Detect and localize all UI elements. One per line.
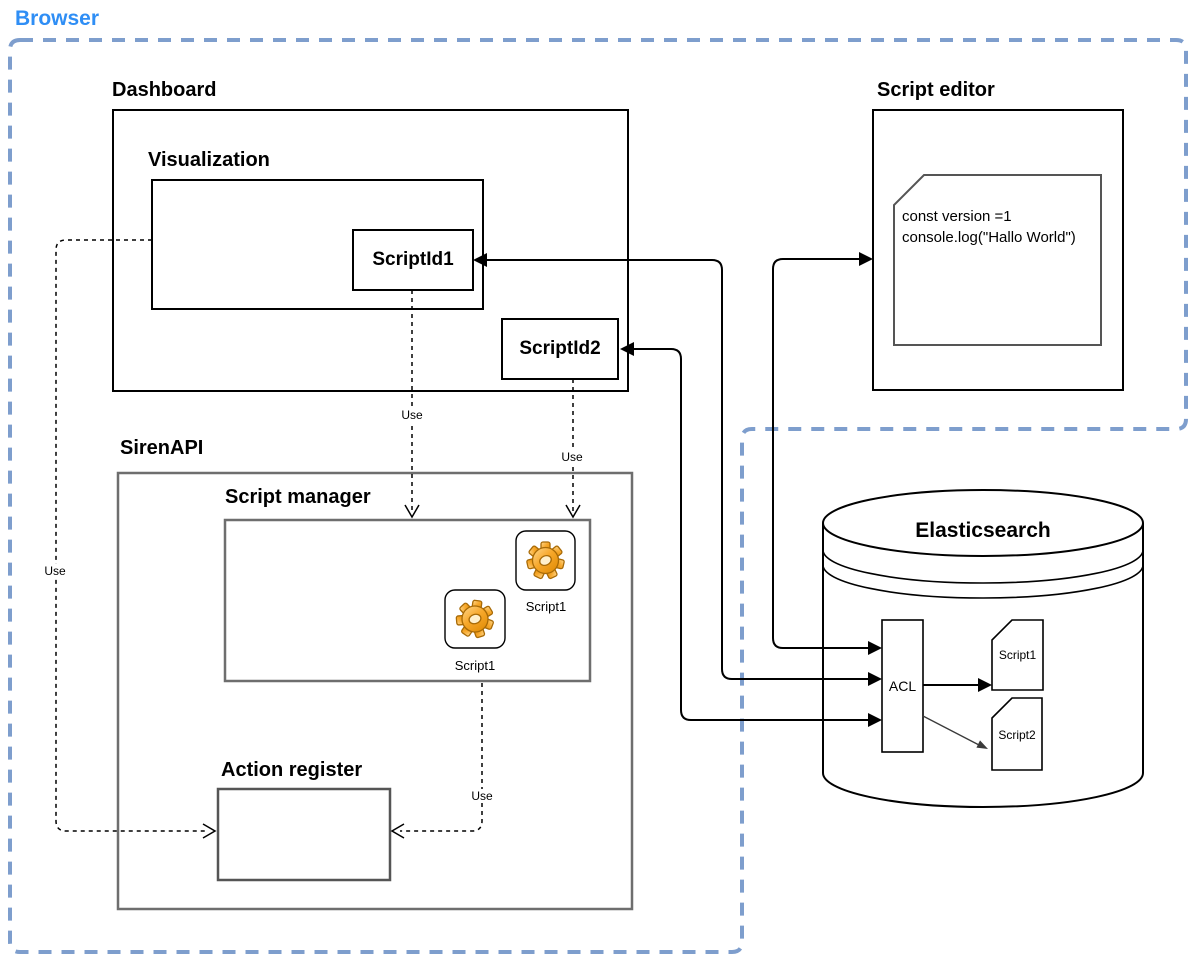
- edge-scripteditor-acl: [772, 258, 870, 649]
- arrowhead: [620, 342, 634, 356]
- es-script1-label: Script1: [998, 648, 1037, 662]
- action-register-label: Action register: [221, 759, 363, 781]
- arrowhead: [978, 678, 992, 692]
- use-label: Use: [469, 789, 495, 803]
- use-label: Use: [42, 564, 68, 578]
- gear2-label: Script1: [454, 658, 496, 673]
- action-register-box: [216, 787, 392, 882]
- elasticsearch-cylinder-top: [822, 489, 1144, 557]
- dashed-connectors: [55, 239, 574, 832]
- script-manager-label: Script manager: [225, 486, 371, 508]
- elasticsearch-cylinder-arc2: [822, 564, 1144, 599]
- arrowhead: [473, 253, 487, 267]
- dashboard-label: Dashboard: [112, 79, 217, 101]
- use-label: Use: [399, 408, 425, 422]
- open-arrowhead: [565, 504, 581, 519]
- acl-label: ACL: [888, 678, 917, 694]
- solid-arrowheads: [473, 252, 992, 727]
- edge-scriptmanager-actionregister: [400, 683, 483, 832]
- sirenapi-label: SirenAPI: [120, 437, 204, 459]
- script-editor-code: const version =1 console.log("Hallo Worl…: [902, 206, 1076, 248]
- es-script2-label: Script2: [998, 728, 1036, 742]
- arrowhead: [868, 713, 882, 727]
- solid-connectors: [485, 258, 980, 721]
- open-arrowheads: [202, 504, 581, 839]
- browser-label: Browser: [15, 7, 100, 30]
- open-arrowhead: [202, 823, 217, 839]
- script-editor-label: Script editor: [877, 79, 995, 101]
- open-arrowhead: [404, 504, 420, 519]
- edge-scriptid2-acl: [633, 348, 870, 721]
- edge-scriptid1-acl: [485, 259, 870, 680]
- script-id2-box: [501, 318, 619, 380]
- elasticsearch-cylinder-arc1: [822, 549, 1144, 584]
- edge-acl-script2: [922, 715, 980, 746]
- script-id2-label: ScriptId2: [519, 338, 601, 359]
- code-line: console.log("Hallo World"): [902, 229, 1076, 246]
- elasticsearch-cylinder-body: [822, 523, 1144, 808]
- use-label: Use: [559, 450, 585, 464]
- acl-box: [881, 619, 924, 753]
- arrowhead: [859, 252, 873, 266]
- es-script1-note: [991, 619, 1044, 691]
- browser-container-border: [8, 38, 1188, 954]
- visualization-label: Visualization: [148, 149, 270, 171]
- es-script2-note: [991, 697, 1043, 771]
- script-note-shape: [893, 174, 1102, 346]
- arrowhead: [868, 672, 882, 686]
- code-line: const version =1: [902, 208, 1012, 225]
- arrowhead: [976, 740, 988, 749]
- script-id1-label: ScriptId1: [372, 249, 454, 270]
- gear1-label: Script1: [525, 599, 567, 614]
- arrowhead: [868, 641, 882, 655]
- elasticsearch-label: Elasticsearch: [915, 519, 1051, 542]
- open-arrowhead: [390, 823, 405, 839]
- edge-visualization-actionregister: [55, 239, 208, 832]
